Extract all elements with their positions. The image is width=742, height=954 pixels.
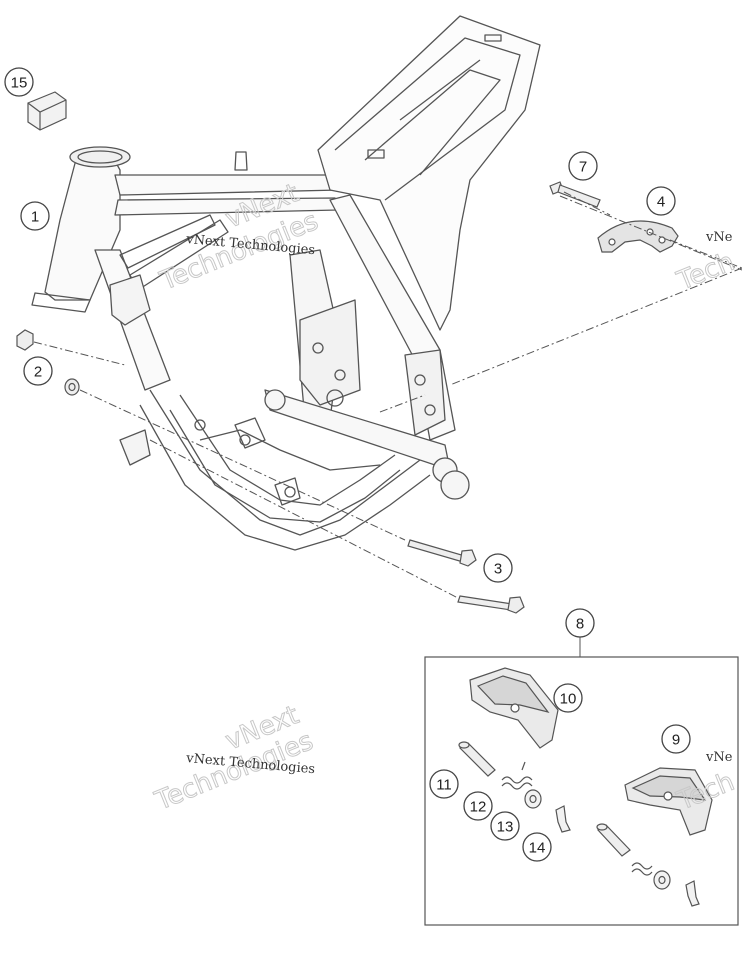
part-12-springs bbox=[501, 761, 653, 876]
svg-text:9: 9 bbox=[672, 732, 680, 749]
callout-3: 3 bbox=[483, 553, 513, 583]
svg-text:7: 7 bbox=[579, 159, 587, 176]
callout-14: 14 bbox=[522, 832, 552, 862]
svg-text:15: 15 bbox=[11, 75, 28, 92]
callout-10: 10 bbox=[553, 683, 583, 713]
callout-7: 7 bbox=[568, 151, 598, 181]
svg-text:3: 3 bbox=[494, 561, 502, 578]
part-2-nuts bbox=[16, 329, 80, 396]
svg-text:10: 10 bbox=[560, 691, 577, 708]
svg-text:13: 13 bbox=[497, 819, 514, 836]
part-10-footpeg bbox=[469, 667, 559, 749]
callout-13: 13 bbox=[490, 811, 520, 841]
part-4-chain-guide bbox=[597, 220, 679, 253]
callout-11: 11 bbox=[429, 769, 459, 799]
svg-text:vNe: vNe bbox=[705, 230, 733, 245]
callout-9: 9 bbox=[661, 724, 691, 754]
main-frame bbox=[31, 15, 541, 551]
callout-2: 2 bbox=[23, 356, 53, 386]
callout-8: 8 bbox=[565, 608, 595, 638]
svg-text:2: 2 bbox=[34, 364, 42, 381]
svg-text:vNe: vNe bbox=[705, 750, 733, 765]
callout-15: 15 bbox=[4, 67, 34, 97]
svg-text:11: 11 bbox=[436, 777, 452, 794]
leader-lines bbox=[33, 191, 742, 599]
svg-text:1: 1 bbox=[31, 209, 39, 226]
part-11-pins bbox=[458, 741, 631, 857]
callout-4: 4 bbox=[646, 186, 676, 216]
part-15-rubber-block bbox=[27, 91, 67, 131]
part-7-bolt bbox=[549, 181, 601, 208]
part-3-bolts bbox=[407, 539, 525, 614]
callout-1: 1 bbox=[20, 201, 50, 231]
callout-12: 12 bbox=[463, 791, 493, 821]
watermark-lower: vNext Technologies vNext Technologies bbox=[150, 700, 318, 818]
svg-text:12: 12 bbox=[470, 799, 487, 816]
svg-text:Tech: Tech bbox=[672, 247, 738, 297]
part-14-cotter-pins bbox=[555, 805, 700, 907]
footpeg-kit-box bbox=[424, 637, 739, 926]
part-13-washers bbox=[524, 789, 671, 890]
part-9-footpeg bbox=[624, 767, 713, 836]
svg-text:4: 4 bbox=[657, 194, 665, 211]
svg-text:14: 14 bbox=[529, 840, 546, 857]
svg-text:8: 8 bbox=[576, 616, 584, 633]
callouts: 15 1 2 3 7 4 8 10 9 11 12 13 14 bbox=[4, 67, 691, 862]
